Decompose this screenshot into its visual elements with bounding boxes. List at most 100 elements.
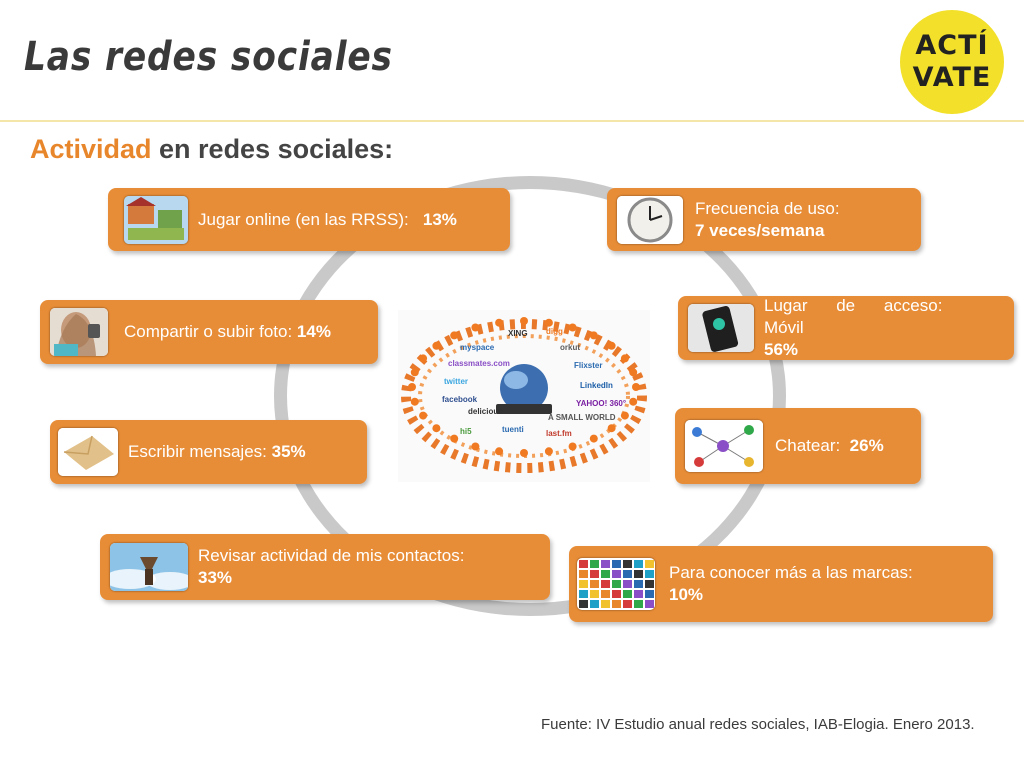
card-frecuencia-uso: Frecuencia de uso:7 veces/semana bbox=[607, 188, 921, 251]
card-compartir-foto: Compartir o subir foto: 14% bbox=[40, 300, 378, 364]
chat-network-icon bbox=[685, 420, 763, 472]
card-chatear: Chatear: 26% bbox=[675, 408, 921, 484]
card-value: 56% bbox=[764, 340, 799, 359]
brand-logo-tile bbox=[612, 580, 621, 588]
person-figure bbox=[419, 354, 428, 363]
brand-logo-tile bbox=[590, 560, 599, 568]
card-label: Revisar actividad de mis contactos: bbox=[198, 546, 465, 565]
person-figure bbox=[432, 424, 441, 433]
person-figure bbox=[589, 331, 598, 340]
person-figure bbox=[544, 447, 553, 456]
network-logo-label: last.fm bbox=[546, 429, 572, 438]
brand-logos-icon bbox=[577, 558, 655, 610]
brand-logo-tile bbox=[623, 570, 632, 578]
logo-text: ACTÍ VATE bbox=[900, 30, 1004, 94]
person-figure bbox=[568, 323, 577, 332]
brand-logo-tile bbox=[634, 590, 643, 598]
card-label: Frecuencia de uso: bbox=[695, 198, 840, 218]
person-figure bbox=[450, 331, 459, 340]
network-logo-label: orkut bbox=[560, 343, 580, 352]
person-figure bbox=[495, 447, 504, 456]
card-jugar-online: Jugar online (en las RRSS): 13% bbox=[108, 188, 510, 251]
person-figure bbox=[607, 424, 616, 433]
person-figure bbox=[632, 383, 640, 391]
network-logo-label: XING bbox=[508, 329, 528, 338]
card-escribir-mensajes: Escribir mensajes: 35% bbox=[50, 420, 367, 484]
logo-line-2: VATE bbox=[912, 62, 992, 93]
card-label: Escribir mensajes: bbox=[128, 442, 267, 461]
brand-logo-tile bbox=[623, 560, 632, 568]
card-lugar-acceso: Lugar de acceso: Móvil 56% bbox=[678, 296, 1014, 360]
game-screenshot-icon bbox=[124, 195, 188, 244]
network-logo-label: tuenti bbox=[502, 425, 524, 434]
megaphone-icon bbox=[110, 543, 188, 591]
brand-logo-tile bbox=[612, 570, 621, 578]
person-figure bbox=[568, 442, 577, 451]
network-logo-label: digg bbox=[546, 327, 563, 336]
person-figure bbox=[620, 411, 629, 420]
brand-logo-tile bbox=[645, 600, 654, 608]
person-figure bbox=[629, 368, 638, 377]
person-figure bbox=[432, 341, 441, 350]
network-logo-label: Flixster bbox=[574, 361, 602, 370]
card-label: Chatear: bbox=[775, 436, 841, 455]
brand-logo-tile bbox=[623, 590, 632, 598]
brand-logo-tile bbox=[623, 580, 632, 588]
subtitle-rest: en redes sociales: bbox=[151, 134, 394, 164]
person-figure bbox=[408, 383, 416, 391]
card-label: Lugar de acceso: Móvil bbox=[764, 296, 943, 337]
card-value: 33% bbox=[198, 568, 233, 587]
network-logo-label: YAHOO! 360° bbox=[576, 399, 626, 408]
person-figure bbox=[471, 442, 480, 451]
photo-girl-icon bbox=[50, 308, 108, 356]
network-logo-label: LinkedIn bbox=[580, 381, 613, 390]
network-logo-label: twitter bbox=[444, 377, 468, 386]
network-logo-label: myspace bbox=[460, 343, 495, 352]
brand-logo-tile bbox=[645, 560, 654, 568]
source-note: Fuente: IV Estudio anual redes sociales,… bbox=[541, 716, 975, 733]
card-conocer-marcas: Para conocer más a las marcas: 10% bbox=[569, 546, 993, 622]
person-figure bbox=[629, 397, 638, 406]
brand-logo-tile bbox=[645, 580, 654, 588]
smartphone-icon bbox=[688, 304, 754, 352]
person-figure bbox=[607, 341, 616, 350]
brand-logo-tile bbox=[601, 600, 610, 608]
card-value: 10% bbox=[669, 585, 704, 604]
card-value: 13% bbox=[422, 209, 457, 229]
brand-logo-tile bbox=[645, 570, 654, 578]
brand-logo-tile bbox=[612, 600, 621, 608]
brand-logo-tile bbox=[612, 590, 621, 598]
person-figure bbox=[419, 411, 428, 420]
person-figure bbox=[520, 449, 528, 457]
network-logo-label: delicious bbox=[468, 407, 503, 416]
card-label: Compartir o subir foto: bbox=[124, 322, 293, 341]
brand-logo-tile bbox=[590, 570, 599, 578]
brand-logo-tile bbox=[634, 580, 643, 588]
social-network-image: XING digg myspace orkut classmates.com Flixst… bbox=[398, 310, 650, 482]
brand-logo-tile bbox=[634, 570, 643, 578]
card-label: Para conocer más a las marcas: bbox=[669, 563, 913, 582]
clock-icon bbox=[617, 195, 683, 244]
brand-logo-tile bbox=[645, 590, 654, 598]
brand-logo-tile bbox=[579, 600, 588, 608]
network-logo-label: hi5 bbox=[460, 427, 472, 436]
envelope-icon bbox=[58, 428, 118, 476]
social-network-illustration: XING digg myspace orkut classmates.com Flixst… bbox=[401, 317, 647, 473]
page-title: Las redes sociales bbox=[24, 34, 393, 80]
activate-logo: ACTÍ VATE bbox=[900, 10, 1004, 114]
brand-logo-tile bbox=[601, 560, 610, 568]
brand-logo-tile bbox=[601, 590, 610, 598]
brand-logo-tile bbox=[601, 570, 610, 578]
header-divider bbox=[0, 120, 1024, 122]
section-subtitle: Actividad en redes sociales: bbox=[30, 134, 393, 165]
brand-logo-tile bbox=[623, 600, 632, 608]
brand-logo-tile bbox=[590, 580, 599, 588]
network-logo-label: facebook bbox=[442, 395, 478, 404]
person-figure bbox=[495, 318, 504, 327]
brand-logo-tile bbox=[634, 560, 643, 568]
brand-logo-tile bbox=[579, 570, 588, 578]
person-figure bbox=[410, 397, 419, 406]
brand-logo-tile bbox=[579, 580, 588, 588]
brand-logo-tile bbox=[579, 590, 588, 598]
network-logo-label: classmates.com bbox=[448, 359, 510, 368]
